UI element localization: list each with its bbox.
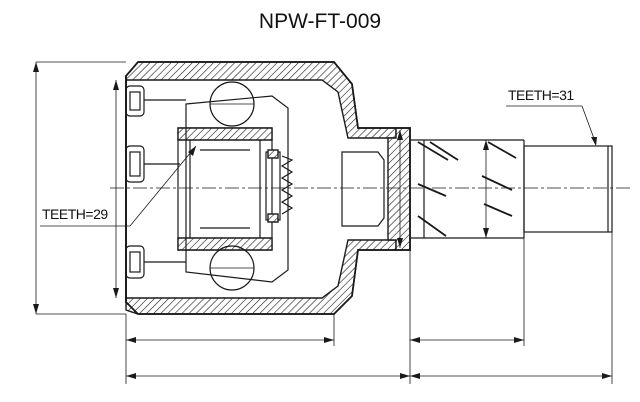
spring-clip: [265, 149, 294, 223]
dimension-lines: [33, 61, 613, 384]
housing-bosses: [125, 85, 186, 279]
teeth-outer-label: TEETH=31: [508, 87, 574, 103]
part-number-title: NPW-FT-009: [259, 10, 381, 33]
housing-section: [125, 61, 411, 315]
splined-shaft: [410, 139, 613, 239]
teeth-inner-label: TEETH=29: [42, 206, 108, 222]
callout-teeth-outer: TEETH=31: [506, 87, 597, 146]
callout-teeth-inner: TEETH=29: [40, 145, 197, 227]
inner-race: [177, 95, 289, 283]
bearing-balls: [209, 81, 255, 291]
